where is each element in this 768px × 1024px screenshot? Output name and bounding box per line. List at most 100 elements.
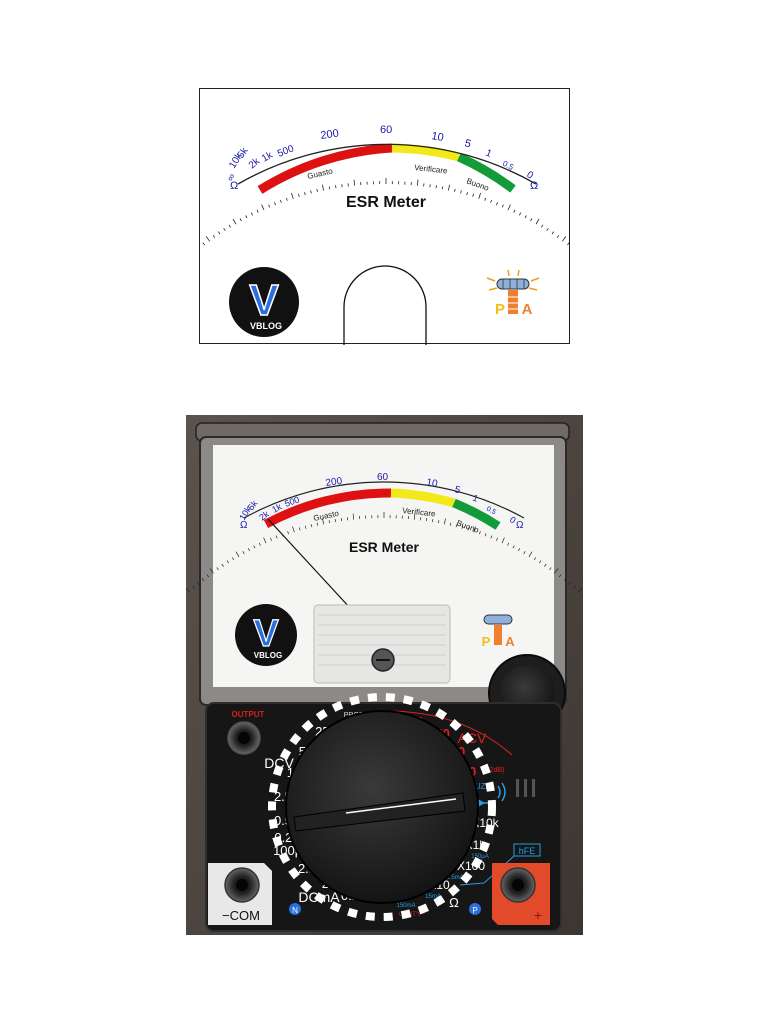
scale-tick xyxy=(239,218,242,222)
photo-scale-label-0.5: 0.5 xyxy=(485,506,497,517)
scale-tick xyxy=(554,568,559,574)
scale-tick xyxy=(261,204,265,211)
scale-tick xyxy=(496,202,498,206)
scale-tick xyxy=(298,527,301,531)
scale-tick xyxy=(429,184,431,188)
vblog-logo: V VBLOG xyxy=(229,267,299,337)
scale-tick xyxy=(501,537,505,544)
scale-tick xyxy=(544,563,547,567)
scale-tick xyxy=(472,193,474,197)
scale-tick xyxy=(196,581,200,585)
scale-label-200: 200 xyxy=(320,128,340,142)
scale-tick xyxy=(201,578,205,581)
scale-tick xyxy=(263,537,267,544)
photo-vblog-letter: V xyxy=(253,613,279,655)
scale-tick xyxy=(185,587,191,593)
scale-tick xyxy=(268,204,271,208)
scale-tick xyxy=(206,574,209,578)
ohm-x10-current: 15mA xyxy=(425,894,441,900)
photo-zone-red xyxy=(263,488,392,528)
scale-tick xyxy=(461,525,464,529)
scale-tick xyxy=(353,179,355,186)
photo-scale-label-60: 60 xyxy=(377,472,389,483)
scale-tick xyxy=(479,531,481,535)
scale-tick xyxy=(563,578,567,581)
pta-logo-a: A xyxy=(522,301,533,318)
scale-tick xyxy=(448,184,450,191)
photo-scale-label-200: 200 xyxy=(325,476,343,489)
zone-good-label: Buono xyxy=(465,176,490,193)
scale-tick xyxy=(561,236,567,242)
buzz-icon xyxy=(497,782,506,802)
scale-tick xyxy=(568,581,572,585)
photo-scale-label-1: 1 xyxy=(471,493,479,504)
scale-tick xyxy=(334,519,336,523)
scale-tick xyxy=(221,563,224,567)
multimeter-svg: 10k 5k 2k 1k 500 200 60 10 5 1 0.5 0 Ω Ω… xyxy=(144,415,624,935)
scale-tick xyxy=(247,548,250,552)
scale-tick xyxy=(228,224,231,228)
dial-ring xyxy=(268,693,496,921)
scale-label-0: 0 xyxy=(524,169,535,181)
scale-tick xyxy=(513,209,516,213)
scale-arc xyxy=(237,143,537,185)
scale-tick xyxy=(245,215,248,219)
scale-tick xyxy=(341,184,343,188)
scale-tick xyxy=(541,224,544,228)
photo-vblog-text: VBLOG xyxy=(254,651,282,660)
scale-tick xyxy=(298,193,300,197)
meter-scale-card: ∞ 10k 5k 2k 1k 500 200 60 10 5 1 0.5 0 Ω… xyxy=(138,88,634,345)
scale-tick xyxy=(287,531,289,535)
scale-tick xyxy=(235,551,240,558)
scale-tick xyxy=(519,212,522,216)
scale-tick xyxy=(533,557,537,561)
scale-tick xyxy=(546,227,549,231)
scale-tick xyxy=(443,518,446,525)
scale-tick xyxy=(223,227,226,231)
scale-tick xyxy=(437,520,440,524)
photo-pta-p: P xyxy=(482,634,491,649)
ohm-x1-current: 150mA xyxy=(396,903,415,909)
photo-ohm-right: Ω xyxy=(516,520,524,531)
scale-tick xyxy=(250,212,253,216)
photo-ohm-left: Ω xyxy=(240,520,248,531)
meter-needle xyxy=(267,518,352,610)
scale-tick xyxy=(484,533,487,537)
photo-scale-label-0: 0 xyxy=(508,514,518,525)
scale-tick xyxy=(352,513,355,520)
zone-yellow-arc xyxy=(391,143,461,162)
scale-tick xyxy=(253,545,256,549)
scale-tick xyxy=(258,542,261,546)
ohm-x100-current: 1.5mA xyxy=(446,875,463,881)
photo-pta-logo: P A xyxy=(482,614,515,649)
scale-tick xyxy=(460,190,462,194)
scale-tick xyxy=(530,218,533,222)
multimeter-photo: 10k 5k 2k 1k 500 200 60 10 5 1 0.5 0 Ω Ω… xyxy=(144,415,624,935)
scale-label-60: 60 xyxy=(380,124,392,136)
scale-tick xyxy=(556,234,560,238)
scale-tick xyxy=(328,520,331,524)
scale-label-10: 10 xyxy=(430,130,444,144)
n-mark: N xyxy=(292,906,298,915)
dial-ohm-symbol: Ω xyxy=(449,895,459,910)
scale-tick xyxy=(549,567,552,571)
scale-tick xyxy=(232,218,237,225)
photo-zone-yellow xyxy=(390,488,456,508)
hfe-label: hFE xyxy=(519,846,536,856)
photo-pta-a: A xyxy=(505,634,515,649)
photo-meter-title: ESR Meter xyxy=(349,539,420,555)
com-label: −COM xyxy=(222,908,260,923)
scale-tick xyxy=(304,525,307,529)
scale-tick xyxy=(473,526,476,533)
scale-svg: ∞ 10k 5k 2k 1k 500 200 60 10 5 1 0.5 0 Ω… xyxy=(138,124,634,345)
scale-label-2k: 2k xyxy=(247,155,263,171)
scale-tick xyxy=(216,567,219,571)
scale-tick xyxy=(209,568,214,574)
scale-tick xyxy=(435,185,437,189)
scale-tick xyxy=(455,524,458,528)
scale-tick xyxy=(559,574,562,578)
scale-label-5: 5 xyxy=(463,137,472,150)
scale-tick xyxy=(286,197,288,201)
scale-tick xyxy=(322,518,325,525)
scale-tick xyxy=(280,199,282,203)
